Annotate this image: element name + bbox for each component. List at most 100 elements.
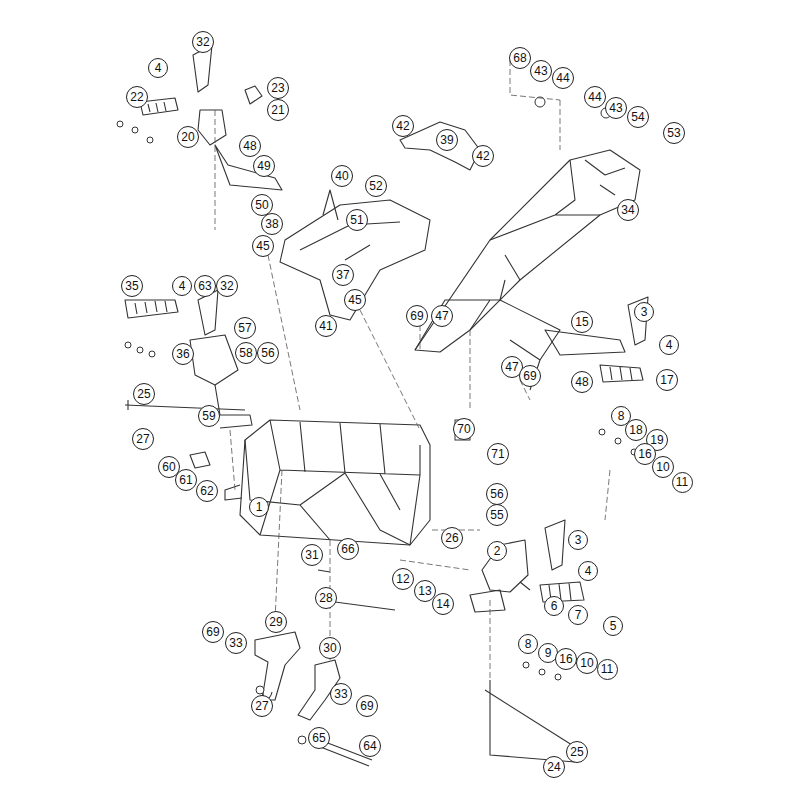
callout-number: 10 [580,657,593,669]
callout-number: 29 [269,616,282,628]
callout-circle: 44 [552,67,574,89]
callout-number: 9 [545,647,552,659]
callout-number: 48 [243,140,256,152]
callout-circle: 40 [331,165,353,187]
callout-number: 5 [610,620,617,632]
callout-circle: 31 [301,544,323,566]
callout-number: 64 [363,740,376,752]
callout-number: 14 [436,598,449,610]
callout-circle: 16 [555,648,577,670]
callout-number: 20 [181,131,194,143]
callout-number: 65 [312,732,325,744]
callout-number: 18 [629,424,642,436]
callout-circle: 59 [198,405,220,427]
callout-circle: 38 [261,213,283,235]
callout-circle: 42 [472,145,494,167]
callout-circle: 27 [251,695,273,717]
callout-circle: 1 [249,497,269,517]
callout-number: 42 [396,120,409,132]
callout-number: 50 [255,199,268,211]
callout-number: 57 [238,322,251,334]
callout-number: 13 [418,585,431,597]
callout-number: 48 [575,376,588,388]
callout-number: 71 [491,448,504,460]
callout-number: 36 [176,348,189,360]
callout-circle: 22 [126,86,148,108]
callout-number: 26 [445,532,458,544]
callout-circle: 33 [225,632,247,654]
callout-circle: 32 [192,31,214,53]
callout-number: 33 [334,688,347,700]
callout-circle: 30 [319,637,341,659]
callout-circle: 3 [568,530,588,550]
callout-circle: 28 [315,587,337,609]
callout-circle: 4 [578,561,598,581]
callout-circle: 5 [603,616,623,636]
callout-number: 61 [179,474,192,486]
callout-number: 45 [256,240,269,252]
callout-number: 4 [666,339,673,351]
callout-number: 43 [534,65,547,77]
callout-circle: 56 [257,342,279,364]
callout-number: 52 [369,180,382,192]
callout-circle: 4 [659,335,679,355]
callout-number: 66 [341,543,354,555]
callout-number: 1 [256,501,263,513]
callout-number: 47 [435,310,448,322]
callout-circle: 51 [346,209,368,231]
callout-circle: 63 [194,275,216,297]
callout-circle: 11 [597,659,618,680]
callout-number: 31 [305,549,318,561]
callout-number: 7 [575,609,582,621]
callout-number: 34 [621,204,634,216]
callout-number: 3 [575,534,582,546]
callout-circle: 8 [518,634,538,654]
callout-number: 69 [360,700,373,712]
callout-number: 22 [130,91,143,103]
callout-number: 24 [547,761,560,773]
callout-number: 68 [513,52,526,64]
callout-circle: 53 [663,122,685,144]
callout-number: 44 [588,91,601,103]
callout-number: 38 [265,218,278,230]
callout-circle: 35 [121,275,143,297]
callout-circle: 2 [487,541,507,561]
callout-number: 45 [348,294,361,306]
callout-number: 8 [618,410,625,422]
callout-number: 58 [239,347,252,359]
callout-number: 63 [198,280,211,292]
callout-circle: 29 [265,611,287,633]
callout-number: 12 [396,573,409,585]
callout-number: 69 [523,370,536,382]
callout-circle: 32 [216,275,238,297]
callout-circle: 4 [148,58,168,78]
callout-circle: 39 [436,129,458,151]
callout-circle: 69 [202,621,224,643]
callout-circle: 52 [365,175,387,197]
callout-circle: 10 [576,652,598,674]
callout-circle: 36 [172,343,194,365]
callout-circle: 27 [132,428,154,450]
callout-circle: 43 [530,60,552,82]
callout-number: 11 [601,663,613,675]
callout-circle: 3 [634,302,654,322]
callout-circle: 42 [392,115,414,137]
callout-number: 8 [525,638,532,650]
callout-number: 21 [271,104,284,116]
callout-circle: 17 [656,369,678,391]
callout-circle: 69 [406,305,428,327]
callout-number: 62 [200,485,213,497]
callout-circle: 58 [235,342,257,364]
callout-circle: 37 [332,264,354,286]
callout-circle: 49 [253,155,275,177]
callout-number: 11 [676,476,688,488]
callout-number: 28 [319,592,332,604]
callout-number: 33 [229,637,242,649]
callout-circle: 69 [356,695,378,717]
callout-circle: 66 [337,538,359,560]
callout-circle: 47 [431,305,453,327]
callout-circle: 70 [453,418,475,440]
callout-number: 70 [457,423,470,435]
callout-number: 23 [271,82,284,94]
callout-number: 56 [490,488,503,500]
